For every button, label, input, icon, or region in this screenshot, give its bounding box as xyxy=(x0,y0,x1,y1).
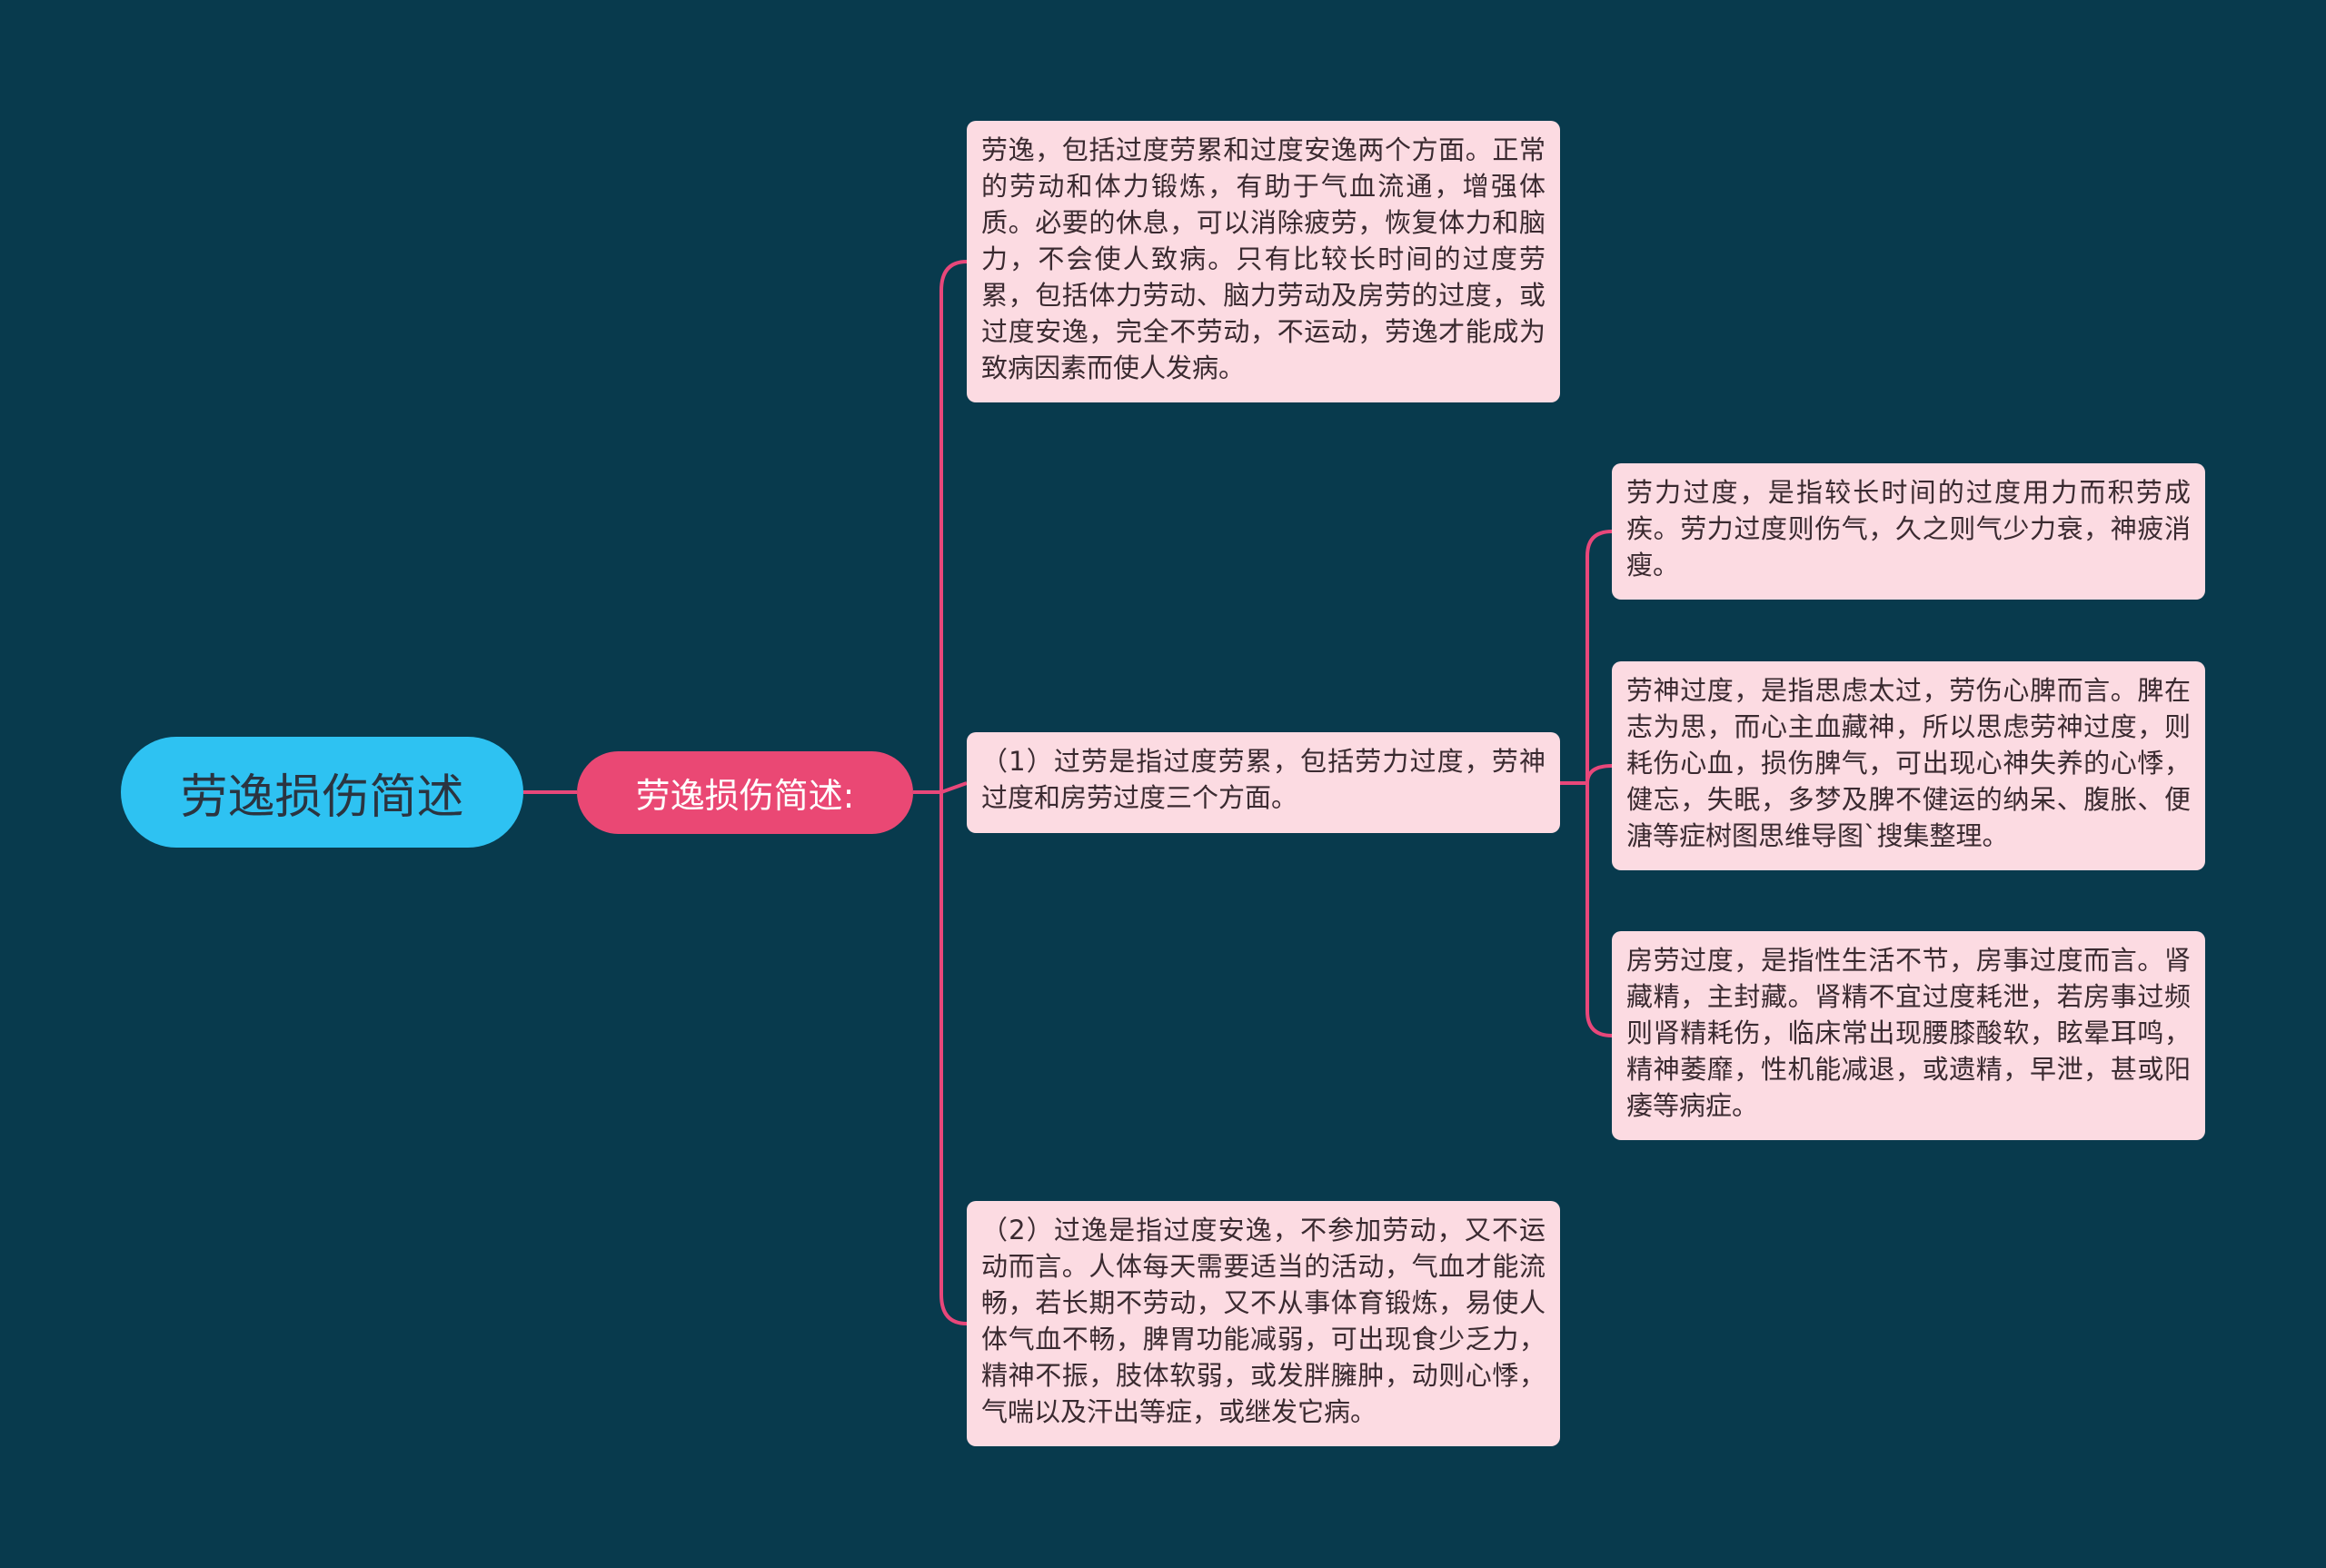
root-label: 劳逸损伤简述 xyxy=(180,769,464,825)
topic-card-mental-overwork[interactable]: 劳神过度，是指思虑太过，劳伤心脾而言。脾在志为思，而心主血藏神，所以思虑劳神过度… xyxy=(1612,661,2205,870)
connector-to-card-6 xyxy=(1585,783,1613,1037)
topic-card-overview[interactable]: 劳逸，包括过度劳累和过度安逸两个方面。正常的劳动和体力锻炼，有助于气血流通，增强… xyxy=(967,121,1560,402)
card-text: 劳力过度，是指较长时间的过度用力而积劳成疾。劳力过度则伤气，久之则气少力衰，神疲… xyxy=(1626,477,2191,581)
connector-to-card-2 xyxy=(940,781,968,794)
connector-to-card-1 xyxy=(939,260,968,792)
topic-card-overwork[interactable]: （1）过劳是指过度劳累，包括劳力过度，劳神过度和房劳过度三个方面。 xyxy=(967,732,1560,833)
card-text: 房劳过度，是指性生活不节，房事过度而言。肾藏精，主封藏。肾精不宜过度耗泄，若房事… xyxy=(1626,945,2191,1121)
card-text: （1）过劳是指过度劳累，包括劳力过度，劳神过度和房劳过度三个方面。 xyxy=(981,746,1546,813)
root-node[interactable]: 劳逸损伤简述 xyxy=(121,737,523,848)
topic-card-physical-overwork[interactable]: 劳力过度，是指较长时间的过度用力而积劳成疾。劳力过度则伤气，久之则气少力衰，神疲… xyxy=(1612,463,2205,600)
card-text: 劳逸，包括过度劳累和过度安逸两个方面。正常的劳动和体力锻炼，有助于气血流通，增强… xyxy=(981,134,1546,383)
card-text: 劳神过度，是指思虑太过，劳伤心脾而言。脾在志为思，而心主血藏神，所以思虑劳神过度… xyxy=(1626,675,2191,851)
topic-card-overrest[interactable]: （2）过逸是指过度安逸，不参加劳动，又不运动而言。人体每天需要适当的活动，气血才… xyxy=(967,1201,1560,1446)
branch-node[interactable]: 劳逸损伤简述: xyxy=(577,751,913,834)
topic-card-sexual-overindulgence[interactable]: 房劳过度，是指性生活不节，房事过度而言。肾藏精，主封藏。肾精不宜过度耗泄，若房事… xyxy=(1612,931,2205,1140)
connector-to-card-5 xyxy=(1585,764,1613,784)
branch-label: 劳逸损伤简述: xyxy=(635,776,855,816)
connector-to-card-4 xyxy=(1585,530,1613,783)
card-text: （2）过逸是指过度安逸，不参加劳动，又不运动而言。人体每天需要适当的活动，气血才… xyxy=(981,1215,1546,1427)
connector-to-card-3 xyxy=(939,792,968,1325)
